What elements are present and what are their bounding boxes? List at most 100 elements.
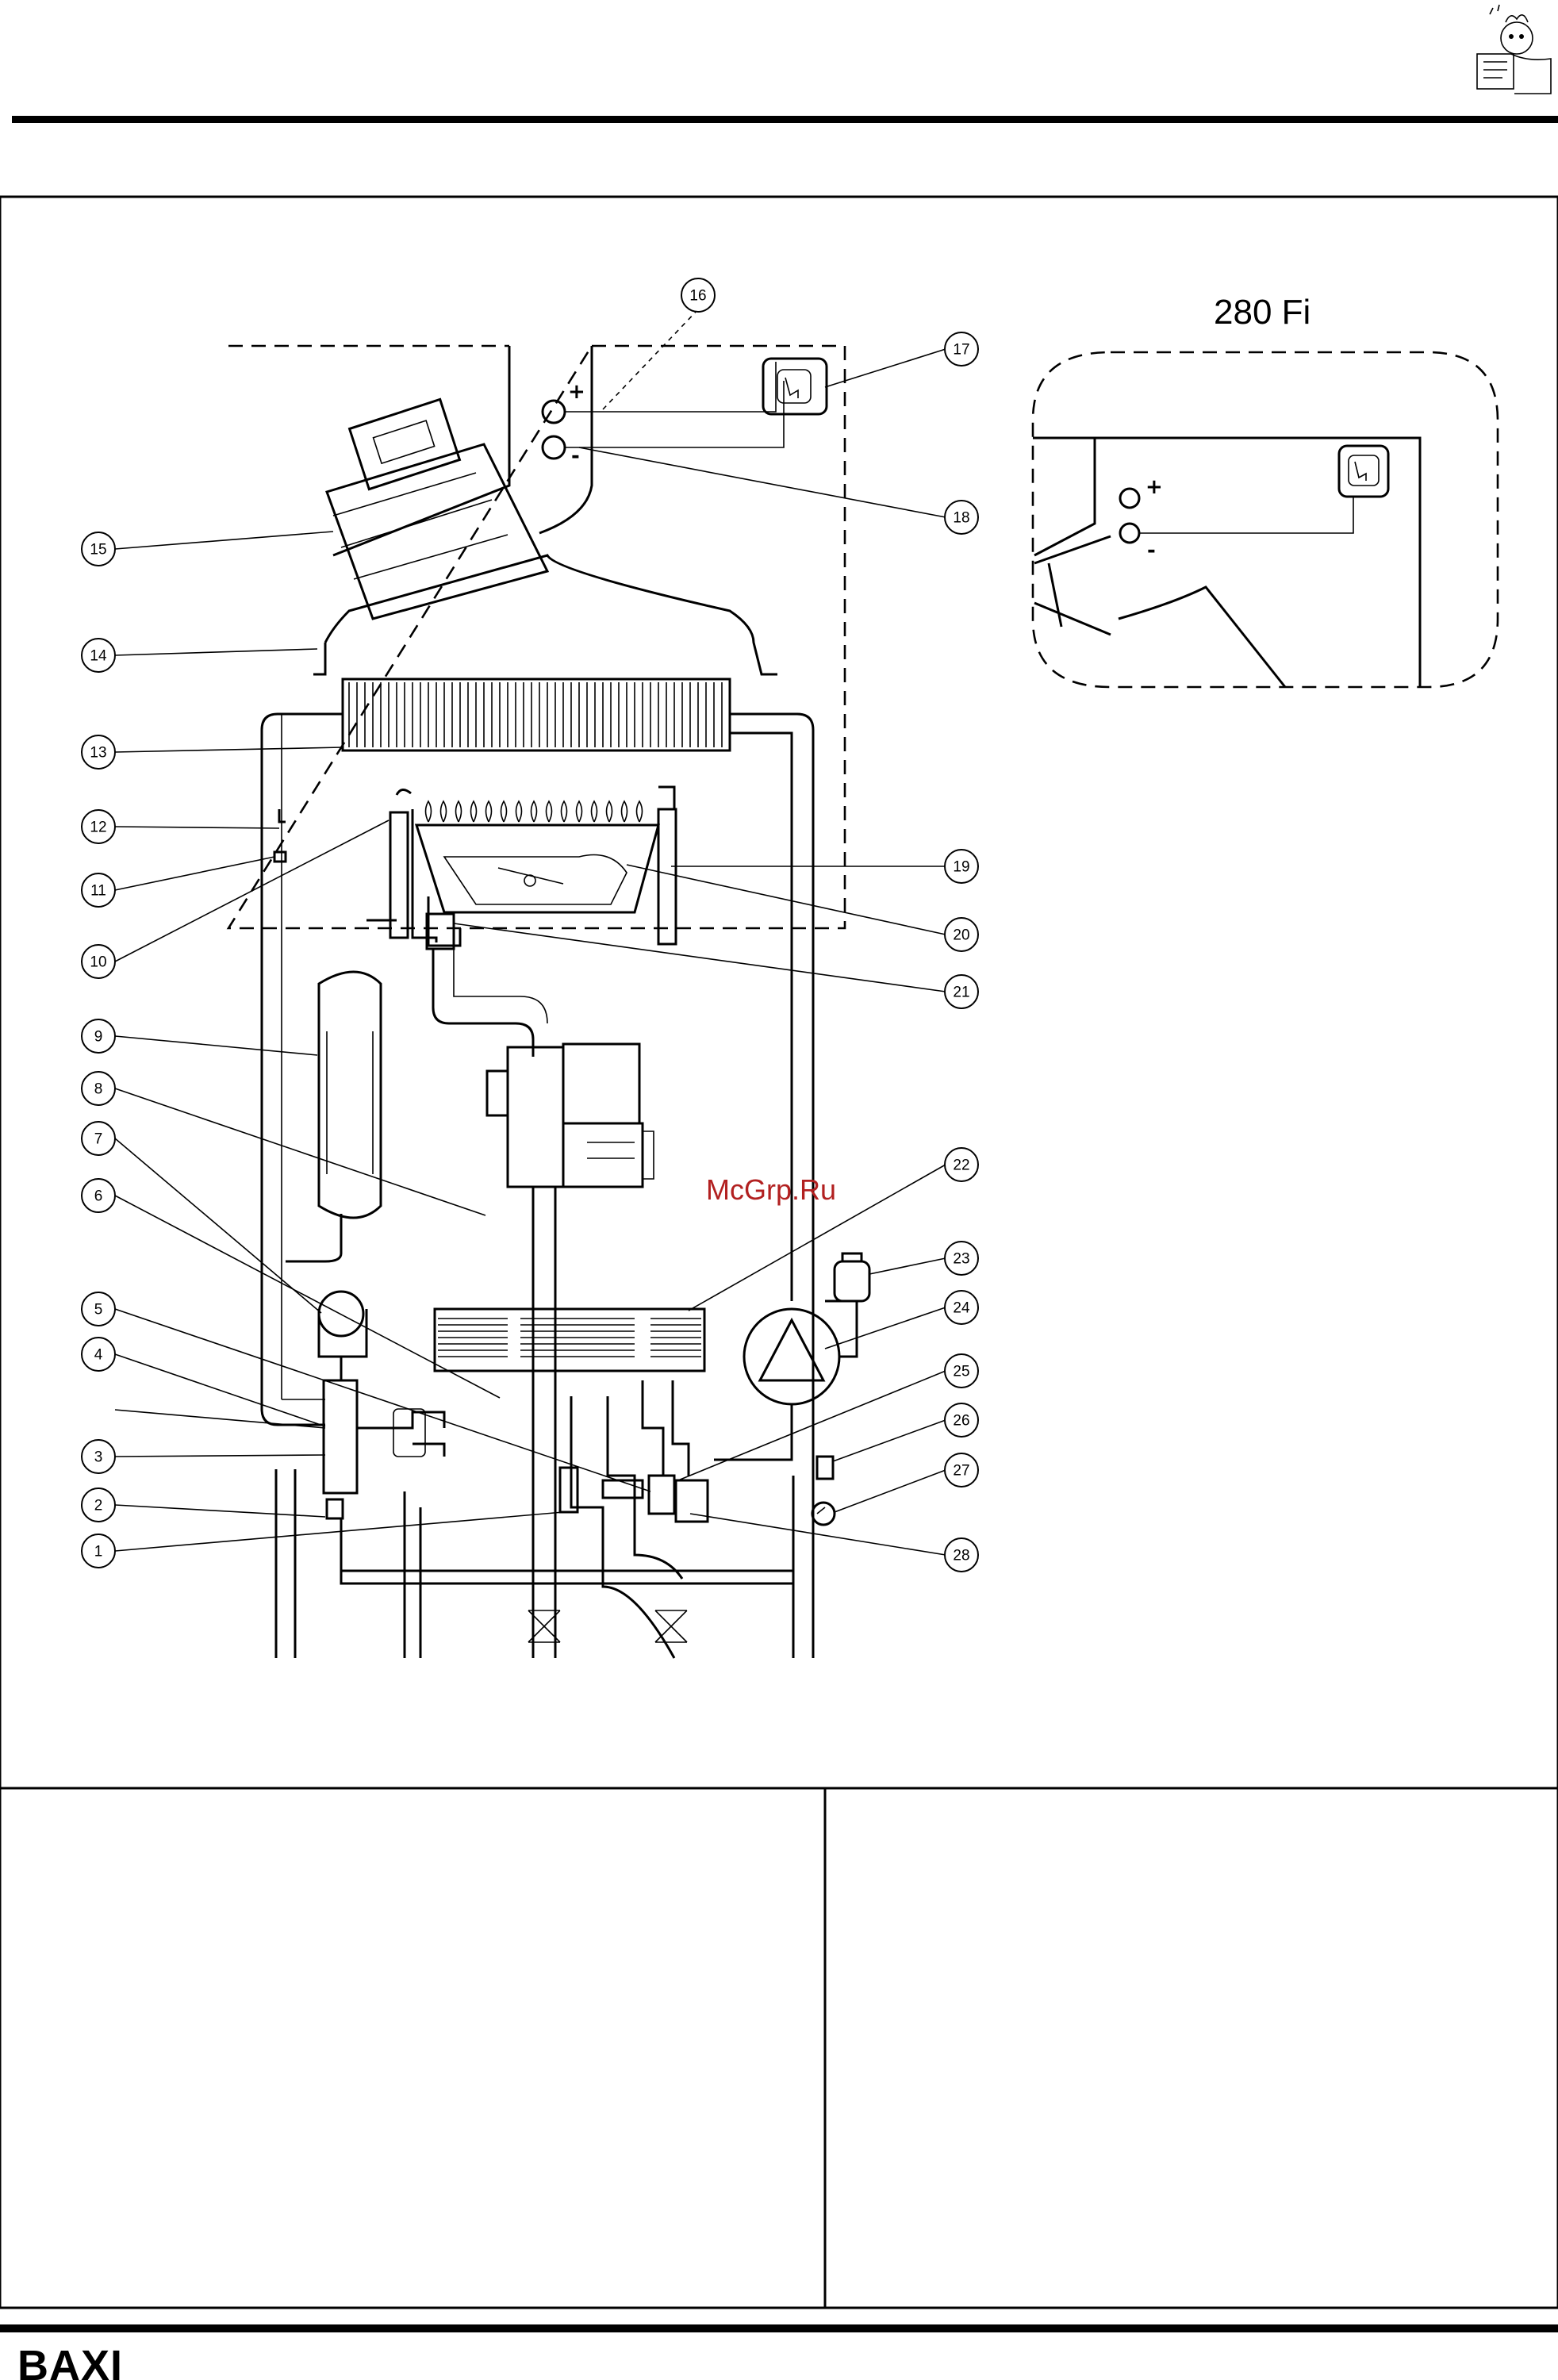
inset-plus-label: + <box>1145 475 1163 499</box>
callout-number: 18 <box>953 510 969 527</box>
callout-8: 8 <box>81 1071 116 1106</box>
callout-number: 13 <box>90 745 106 762</box>
callout-13: 13 <box>81 735 116 770</box>
expansion-vessel <box>286 970 382 1263</box>
callout-number: 8 <box>94 1081 103 1098</box>
dhw-sensor <box>558 1466 579 1514</box>
safety-valve <box>325 1498 344 1520</box>
isolating-valve-right-icon <box>654 1610 688 1643</box>
callout-19: 19 <box>944 849 979 884</box>
pressure-tubes <box>565 362 785 448</box>
pressure-gauge-icon <box>811 1501 836 1526</box>
pressure-point-positive-icon <box>541 399 566 424</box>
dhw-plate-exchanger <box>433 1307 706 1372</box>
callout-25: 25 <box>944 1353 979 1388</box>
callout-9: 9 <box>81 1019 116 1054</box>
dhw-filter <box>601 1479 644 1499</box>
flue-hood <box>313 554 777 676</box>
fan-assembly <box>325 397 550 620</box>
callout-24: 24 <box>944 1290 979 1325</box>
callout-28: 28 <box>944 1537 979 1572</box>
gas-valve <box>485 1042 654 1658</box>
inset-minus-label: - <box>1147 539 1156 562</box>
callout-27: 27 <box>944 1453 979 1488</box>
lower-panel-frame <box>0 1787 1558 2309</box>
flow-pipe-right <box>730 712 815 1658</box>
inset-280fi: 280 Fi + - <box>1031 293 1499 689</box>
callout-1: 1 <box>81 1534 116 1568</box>
flue-duct <box>332 346 593 557</box>
callout-number: 12 <box>90 820 106 836</box>
air-pressure-switch <box>762 357 828 416</box>
lower-pipework <box>340 1476 795 1585</box>
callout-22: 22 <box>944 1147 979 1182</box>
callout-number: 28 <box>953 1548 969 1564</box>
callout-number: 3 <box>94 1449 103 1466</box>
callout-number: 16 <box>689 288 706 305</box>
callout-number: 19 <box>953 859 969 876</box>
callout-14: 14 <box>81 638 116 673</box>
callout-4: 4 <box>81 1337 116 1372</box>
inset-plus-point-icon <box>1119 487 1141 509</box>
callout-2: 2 <box>81 1488 116 1522</box>
diverter-valve <box>317 1290 446 1495</box>
footer-rule <box>0 2324 1558 2332</box>
callout-number: 17 <box>953 342 969 359</box>
callout-17: 17 <box>944 332 979 367</box>
callout-11: 11 <box>81 873 116 908</box>
pressure-point-negative-icon <box>541 435 566 460</box>
flow-temp-probe <box>273 850 287 863</box>
callout-number: 25 <box>953 1364 969 1380</box>
inset-pressure-switch <box>1337 444 1390 498</box>
dhw-flow-switch <box>647 1474 676 1515</box>
header-rule <box>12 116 1558 123</box>
callout-number: 7 <box>94 1131 103 1148</box>
callout-number: 9 <box>94 1029 103 1046</box>
callout-3: 3 <box>81 1439 116 1474</box>
callout-number: 6 <box>94 1188 103 1205</box>
leader-lines <box>114 309 946 1556</box>
callout-6: 6 <box>81 1178 116 1213</box>
plus-label: + <box>568 380 585 404</box>
callout-number: 11 <box>90 883 106 900</box>
main-heat-exchanger <box>341 678 731 752</box>
callout-21: 21 <box>944 974 979 1009</box>
callout-number: 15 <box>90 542 106 559</box>
callout-number: 5 <box>94 1302 103 1319</box>
flow-pipe-left <box>260 712 343 1426</box>
callout-7: 7 <box>81 1121 116 1156</box>
inset-minus-point-icon <box>1119 522 1141 544</box>
callout-23: 23 <box>944 1241 979 1276</box>
auto-air-vent <box>833 1252 871 1303</box>
drain-cock <box>815 1455 835 1480</box>
minus-label: - <box>571 444 580 468</box>
callout-markers: 1234567891011121314151617181920212223242… <box>81 278 979 1572</box>
callout-15: 15 <box>81 532 116 566</box>
callout-16: 16 <box>681 278 716 313</box>
callout-number: 26 <box>953 1413 969 1430</box>
filling-tap <box>674 1479 709 1523</box>
callout-number: 21 <box>953 985 969 1001</box>
watermark: McGrp.Ru <box>706 1173 836 1206</box>
isolating-valve-left-icon <box>528 1610 561 1643</box>
mascot-reading-icon <box>1476 4 1552 94</box>
callout-number: 14 <box>90 648 107 665</box>
callout-number: 24 <box>953 1300 970 1317</box>
callout-number: 10 <box>90 954 106 971</box>
diagram-frame <box>0 195 1558 1790</box>
callout-5: 5 <box>81 1292 116 1326</box>
burner-assembly <box>366 785 677 950</box>
callout-number: 27 <box>953 1463 969 1480</box>
inset-title: 280 Fi <box>1214 293 1310 332</box>
callout-20: 20 <box>944 917 979 952</box>
callout-26: 26 <box>944 1403 979 1438</box>
callout-number: 1 <box>94 1544 103 1560</box>
callout-number: 23 <box>953 1251 969 1268</box>
callout-number: 2 <box>94 1498 103 1514</box>
overheat-thermostat <box>278 809 286 823</box>
callout-number: 22 <box>953 1157 969 1174</box>
brand-logo: BAXI <box>17 2342 123 2380</box>
gas-supply-pipe <box>432 949 535 1057</box>
callout-18: 18 <box>944 500 979 535</box>
